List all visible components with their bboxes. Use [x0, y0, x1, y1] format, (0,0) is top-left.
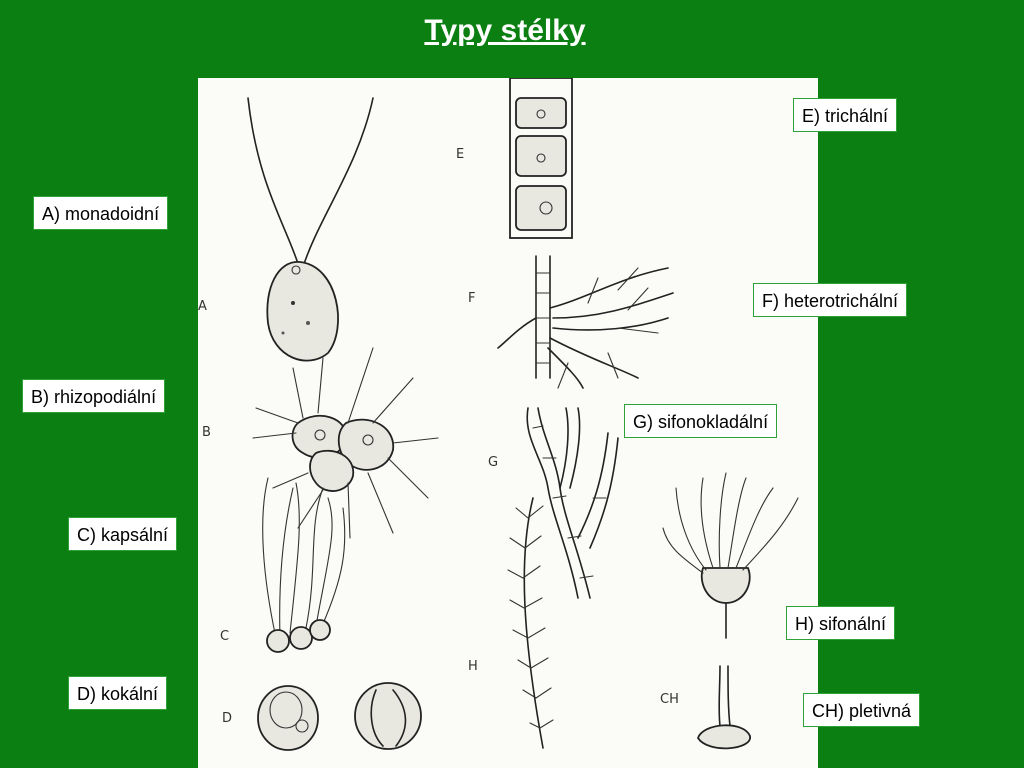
label-sifonokladalni: G) sifonokladální	[624, 404, 778, 438]
drawing-monadoid: A	[198, 97, 374, 362]
figure-letter-a: A	[198, 299, 207, 314]
figure-letter-b: B	[202, 425, 211, 440]
figure-letter-e: E	[456, 147, 464, 162]
label-monadoidni: A) monadoidní	[33, 196, 169, 230]
drawing-rhizopodial: B	[202, 347, 439, 539]
drawing-pletivna: CH	[660, 665, 751, 750]
drawing-coccal: D	[222, 682, 422, 751]
figure-letter-ch: CH	[660, 692, 679, 707]
drawing-trichal: E	[456, 78, 573, 239]
slide-title: Typy stélky	[424, 14, 586, 47]
label-heterotrichalni: F) heterotrichální	[753, 283, 908, 317]
figure-letter-d: D	[222, 711, 232, 726]
figure-letter-f: F	[468, 291, 475, 306]
drawing-capsal: C	[220, 477, 346, 653]
figure-letter-c: C	[220, 629, 229, 644]
label-kapsalni: C) kapsální	[68, 517, 178, 551]
label-kokalni: D) kokální	[68, 676, 168, 710]
label-rhizopodialni: B) rhizopodiální	[22, 379, 166, 413]
label-sifonalni: H) sifonální	[786, 606, 896, 640]
drawing-siphonal-umbrella	[662, 472, 799, 639]
drawing-siphonocladal: G	[488, 407, 619, 599]
label-pletivna: CH) pletivná	[803, 693, 921, 727]
figure-letter-g: G	[488, 455, 498, 470]
label-trichalni: E) trichální	[793, 98, 898, 132]
drawing-heterotrichal: F	[468, 255, 674, 389]
drawing-siphonal: H	[468, 497, 554, 749]
figure-letter-h: H	[468, 659, 478, 674]
